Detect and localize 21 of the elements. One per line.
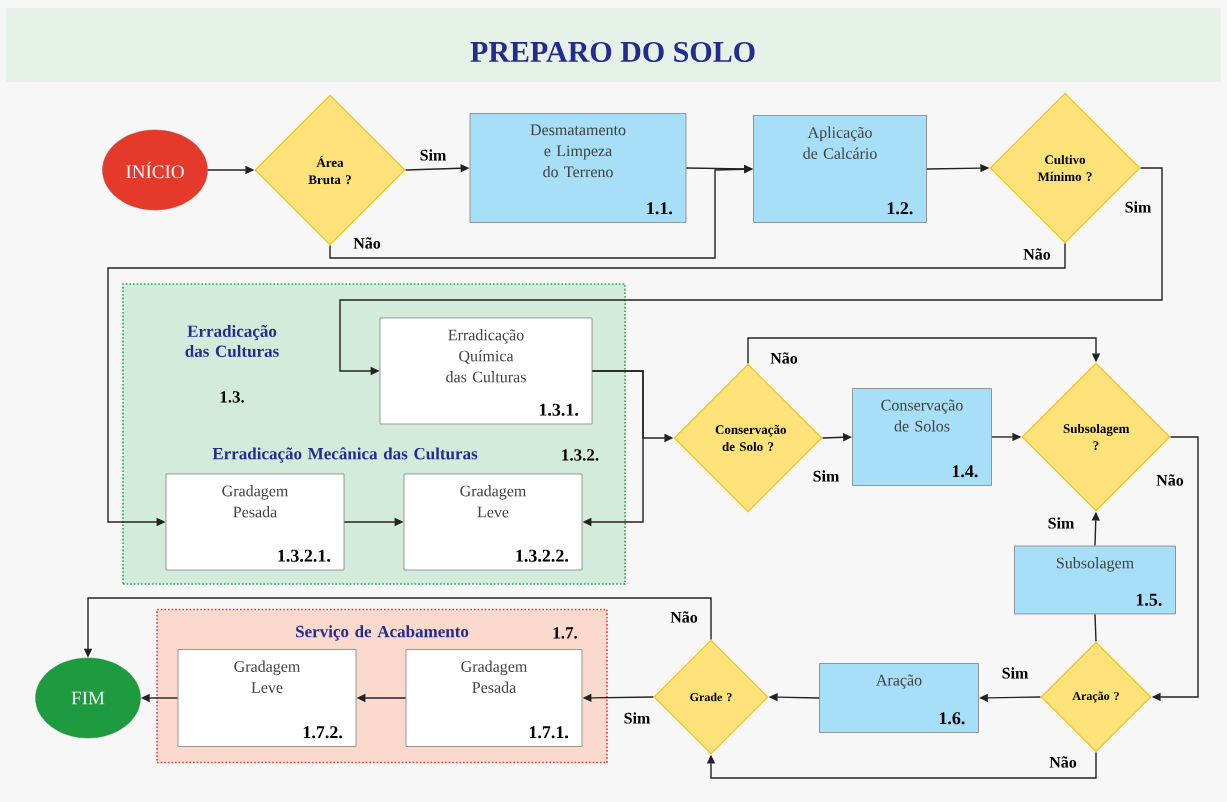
edge-label: Não (1048, 755, 1078, 769)
edge-label: Não (769, 351, 799, 365)
process-box: Aração 1.6. (819, 663, 979, 733)
process-box: Erradicação Química das Culturas 1.3.1. (379, 317, 593, 425)
process-box: Desmatamento e Limpeza do Terreno 1.1. (469, 113, 687, 223)
process-box: Aplicação de Calcário 1.2. (753, 115, 927, 223)
process-box: Gradagem Pesada 1.7.1. (405, 649, 583, 747)
process-box: Subsolagem 1.5. (1014, 545, 1176, 615)
process-box: Conservação de Solos 1.4. (852, 388, 992, 486)
edge-label: Não (669, 610, 699, 624)
edge-label: Sim (418, 148, 448, 162)
title: PREPARO DO SOLO (470, 41, 755, 63)
arrow (706, 751, 1097, 779)
edge-label: Sim (1000, 666, 1030, 680)
edge-label: Não (1022, 247, 1052, 261)
process-box: Gradagem Leve 1.3.2.2. (403, 473, 583, 571)
process-box: Gradagem Leve 1.7.2. (177, 649, 357, 747)
process-box: Gradagem Pesada 1.3.2.1. (165, 473, 345, 571)
arrow (747, 337, 1101, 365)
edge-label: Sim (622, 711, 652, 725)
edge-label: Sim (1046, 516, 1076, 530)
